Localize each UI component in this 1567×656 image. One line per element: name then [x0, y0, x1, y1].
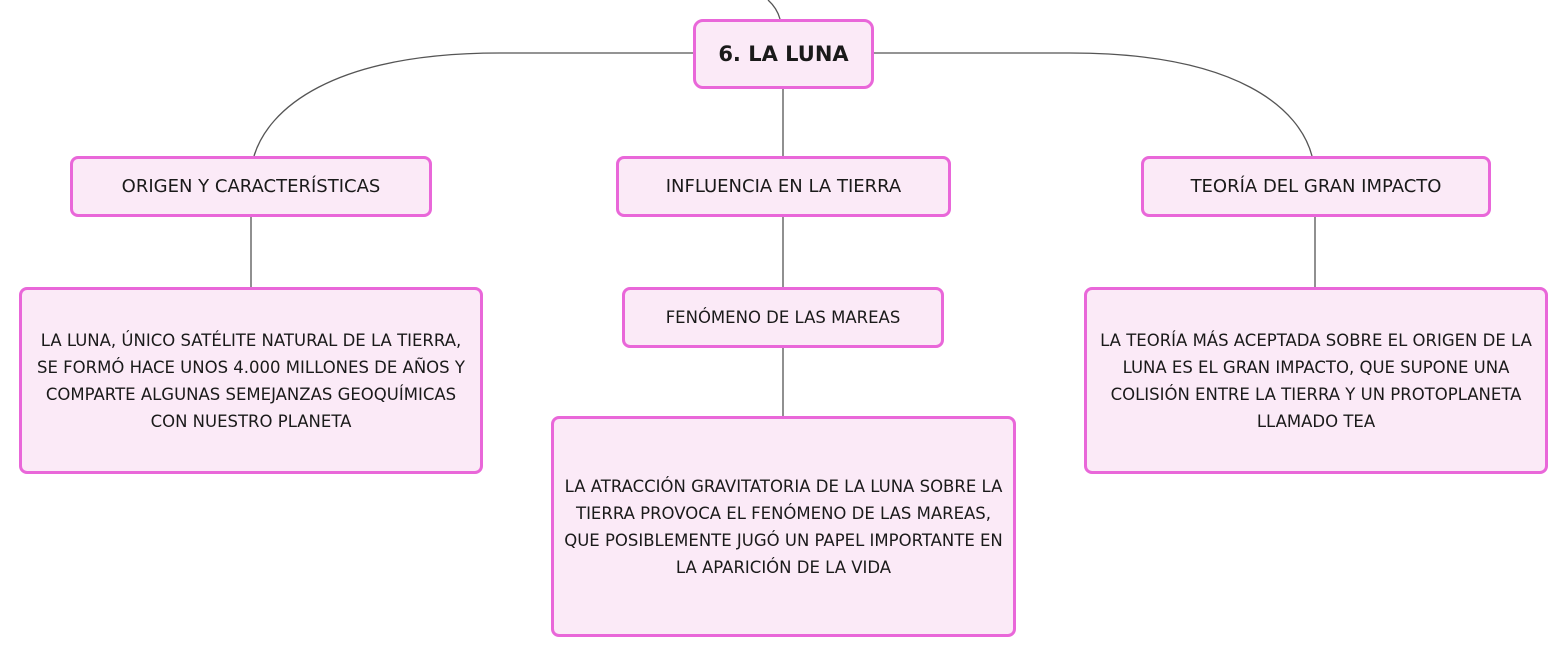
topic-node-teoria[interactable]: TEORÍA DEL GRAN IMPACTO: [1141, 156, 1491, 217]
root-node[interactable]: 6. LA LUNA: [693, 19, 874, 89]
detail-node-teoria[interactable]: LA TEORÍA MÁS ACEPTADA SOBRE EL ORIGEN D…: [1084, 287, 1548, 474]
topic-node-influencia[interactable]: INFLUENCIA EN LA TIERRA: [616, 156, 951, 217]
topic-label-teoria: TEORÍA DEL GRAN IMPACTO: [1190, 176, 1442, 197]
detail-text-origen: LA LUNA, ÚNICO SATÉLITE NATURAL DE LA TI…: [37, 330, 465, 431]
subtopic-node-mareas[interactable]: FENÓMENO DE LAS MAREAS: [622, 287, 944, 348]
topic-node-origen[interactable]: ORIGEN Y CARACTERÍSTICAS: [70, 156, 432, 217]
connector-root-to-origen: [253, 52, 693, 157]
detail-text-influencia: LA ATRACCIÓN GRAVITATORIA DE LA LUNA SOB…: [564, 476, 1003, 577]
detail-text-teoria: LA TEORÍA MÁS ACEPTADA SOBRE EL ORIGEN D…: [1100, 330, 1532, 431]
connector-root-to-teoria: [874, 52, 1313, 157]
connector-parent-to-root: [767, 0, 781, 20]
root-label: 6. LA LUNA: [718, 42, 849, 66]
detail-node-origen[interactable]: LA LUNA, ÚNICO SATÉLITE NATURAL DE LA TI…: [19, 287, 483, 474]
detail-node-influencia[interactable]: LA ATRACCIÓN GRAVITATORIA DE LA LUNA SOB…: [551, 416, 1016, 637]
topic-label-origen: ORIGEN Y CARACTERÍSTICAS: [121, 176, 381, 197]
subtopic-label-mareas: FENÓMENO DE LAS MAREAS: [665, 308, 901, 327]
topic-label-influencia: INFLUENCIA EN LA TIERRA: [665, 176, 902, 197]
